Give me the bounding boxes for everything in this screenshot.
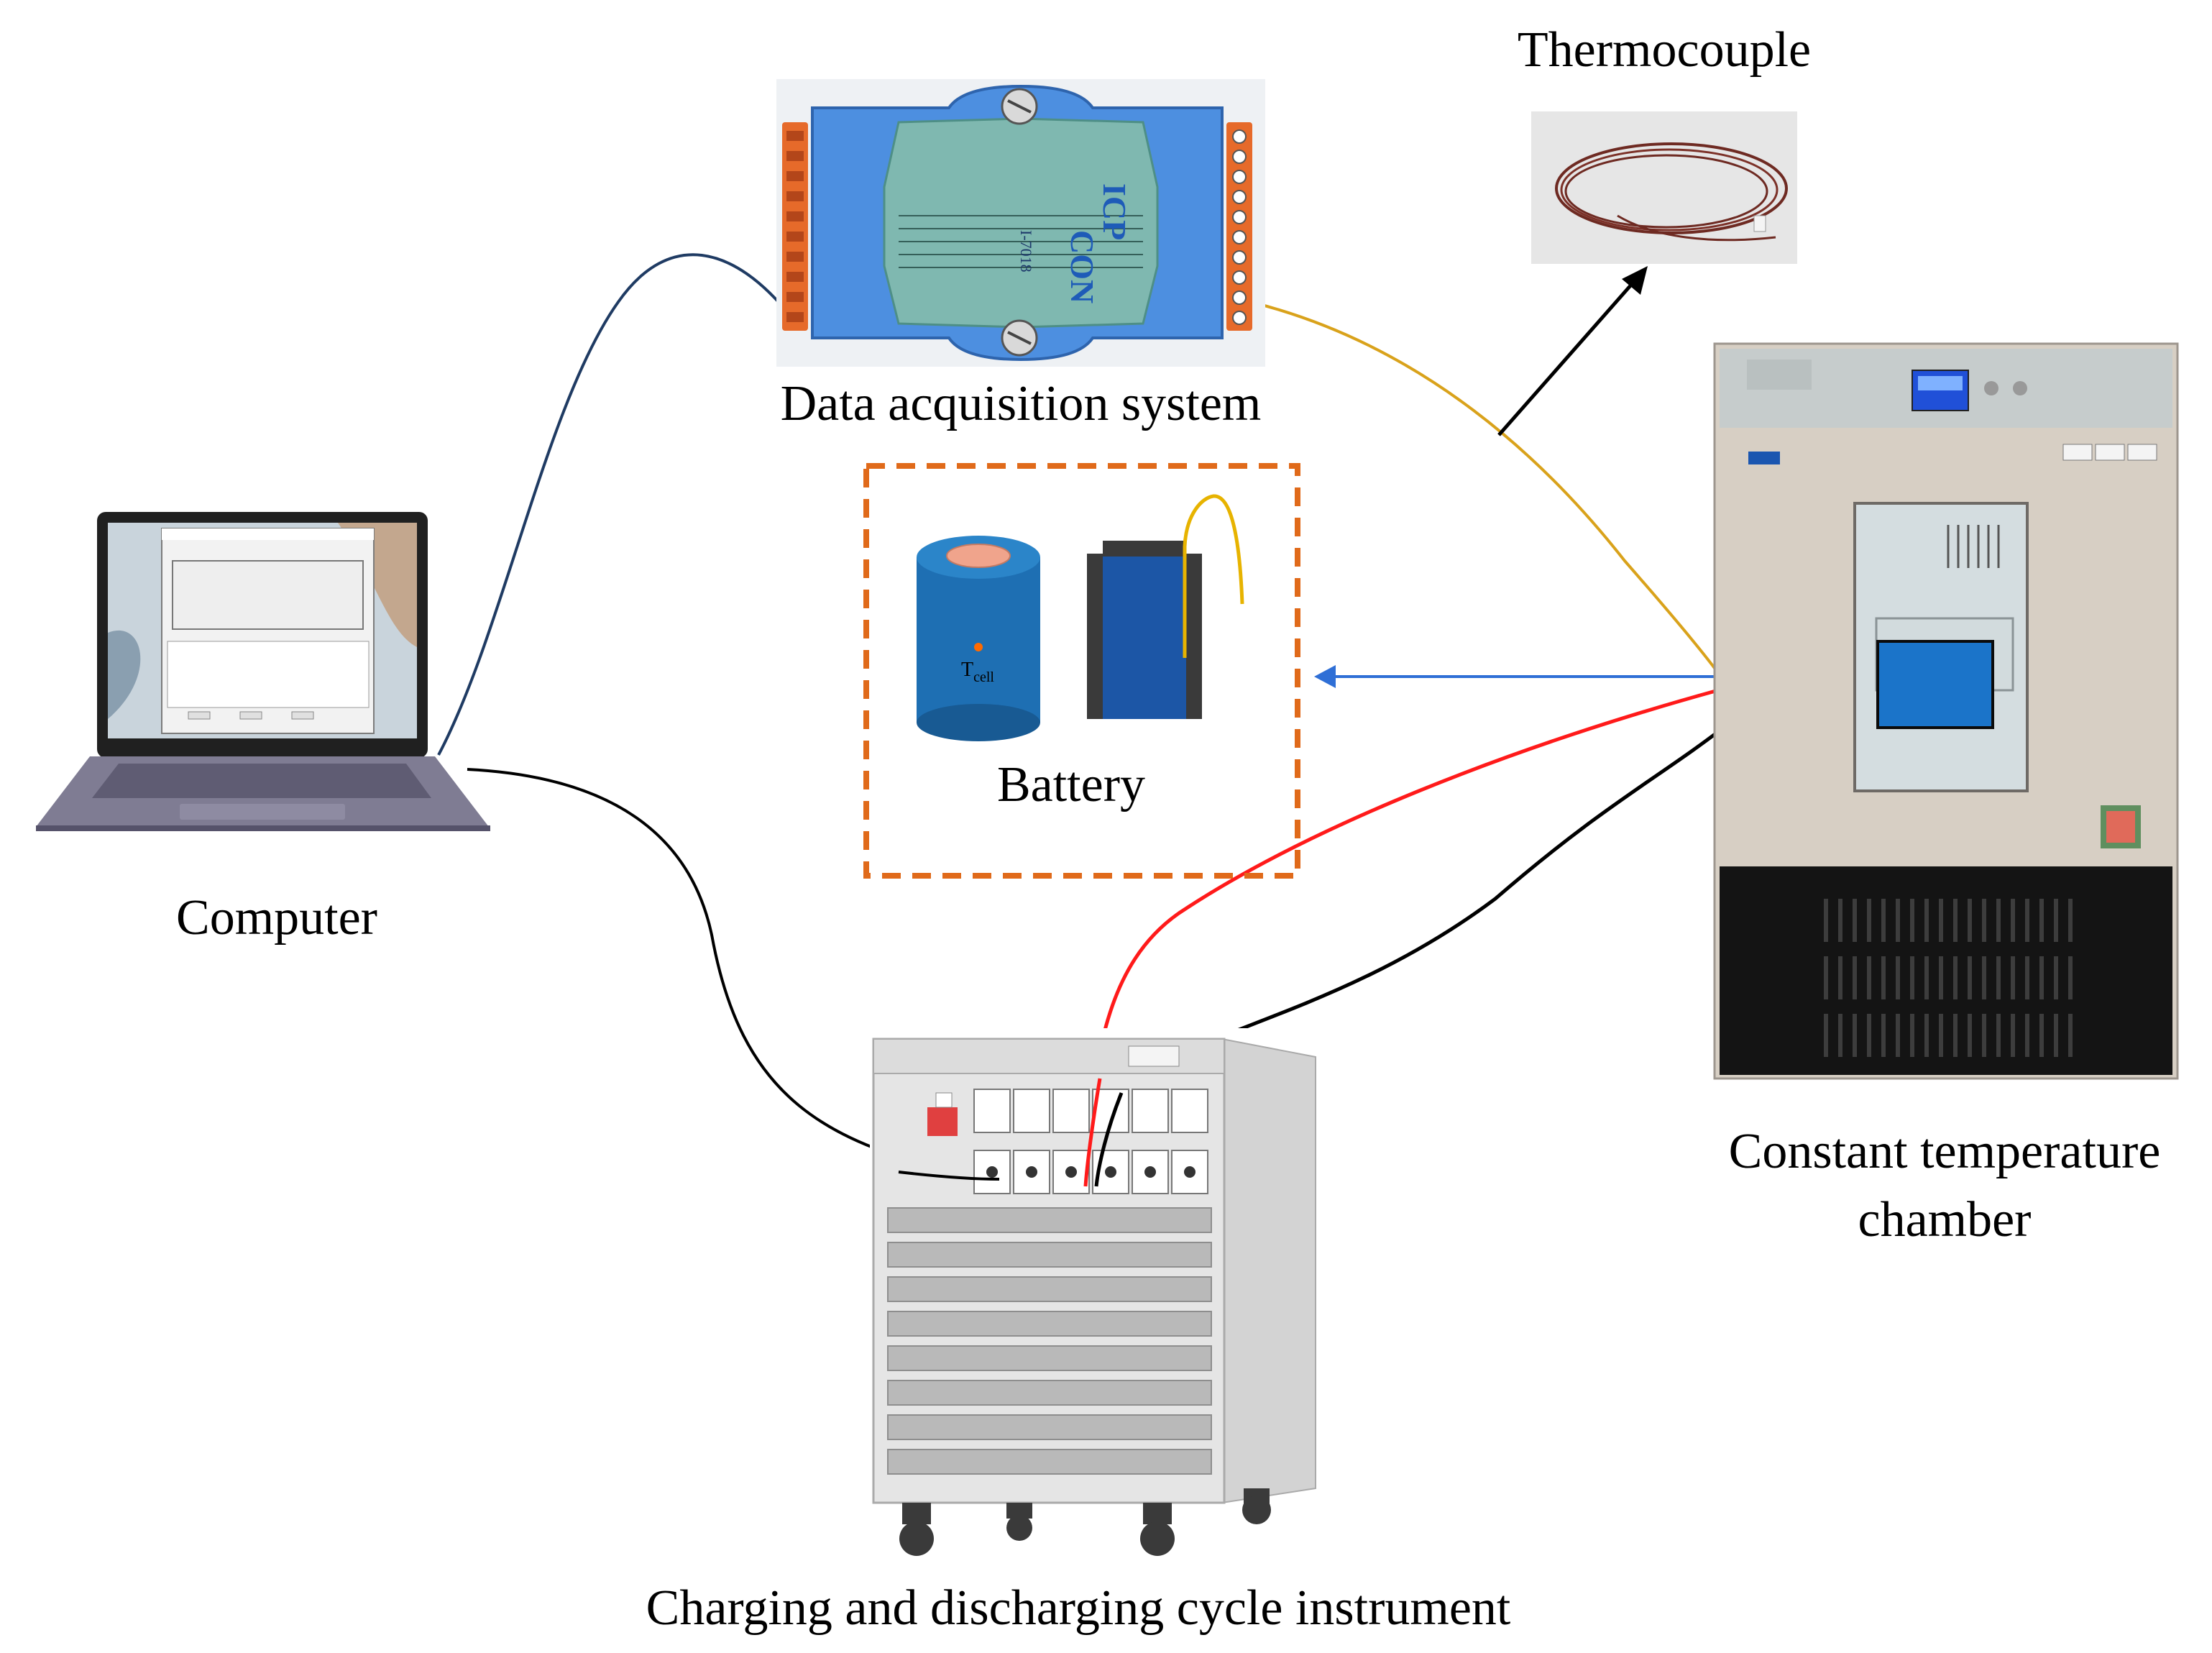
- tcell-label: Tcell: [961, 659, 994, 685]
- daq-model: I-7018: [1017, 230, 1035, 273]
- data-acquisition-label: Data acquisition system: [780, 376, 1262, 431]
- cable-red-end: [1083, 1078, 1102, 1187]
- chamber-label-line1: Constant temperature: [1728, 1124, 2161, 1179]
- cable-computer-to-daq: [437, 253, 792, 756]
- thermocouple-photo: [1531, 111, 1797, 264]
- cycler-label: Charging and discharging cycle instrumen…: [646, 1580, 1511, 1636]
- computer-label: Computer: [176, 890, 377, 945]
- battery-label: Battery: [996, 757, 1146, 812]
- tcell-base: T: [961, 659, 973, 681]
- daq-brand-bottom: CON: [1064, 230, 1101, 303]
- battery-dashed-box: [863, 463, 1300, 879]
- cross-section-cell: [1087, 494, 1244, 719]
- temperature-chamber: [1713, 342, 2179, 1080]
- chamber-label-line2: chamber: [1858, 1192, 2032, 1247]
- daq-module: ICP CON I-7018: [776, 79, 1265, 367]
- cable-computer-end: [898, 1171, 1000, 1181]
- arrow-to-thermocouple: [1497, 283, 1633, 436]
- thermocouple-label: Thermocouple: [1517, 22, 1812, 78]
- tcell-subscript: cell: [973, 669, 994, 685]
- cable-black-end: [1094, 1092, 1124, 1187]
- laptop: [36, 512, 490, 831]
- cable-computer-to-cycler: [467, 768, 1000, 1181]
- thermocouple-wire: [1250, 301, 1727, 684]
- daq-brand-top: ICP: [1096, 183, 1133, 240]
- cycler-cabinet: [870, 1028, 1316, 1564]
- arrow-head-battery: [1314, 665, 1336, 688]
- chamber-sample-window: [1876, 640, 1994, 729]
- cylinder-cell: [917, 536, 1040, 741]
- arrow-head-thermocouple: [1622, 266, 1648, 295]
